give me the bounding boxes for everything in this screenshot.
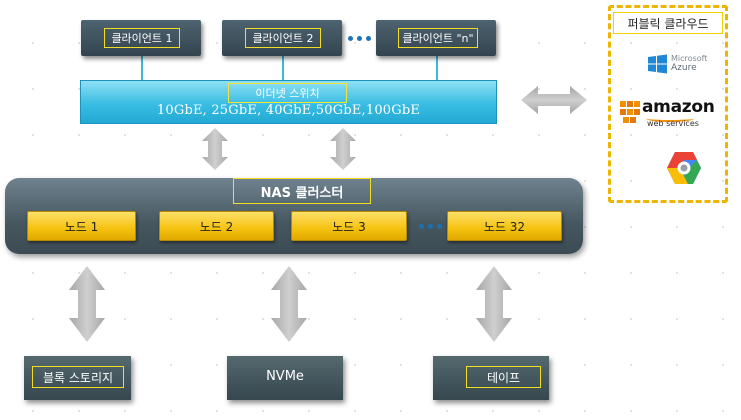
ethernet-switch-label: 이더넷 스위치	[228, 83, 347, 103]
aws-logo-line2: web services	[647, 119, 699, 128]
nas-nvme-arrow	[271, 266, 307, 342]
amazon-web-services-logo: amazon web services	[618, 97, 723, 129]
public-cloud-box	[608, 5, 728, 203]
azure-logo-line1: Microsoft	[671, 54, 708, 63]
azure-logo-line2: Azure	[671, 63, 697, 73]
nvme-box: NVMe	[227, 356, 343, 400]
switch-cloud-arrow	[521, 86, 587, 114]
aws-smile-icon	[646, 115, 694, 122]
windows-icon	[648, 54, 667, 74]
client-1-label: 클라이언트 1	[104, 28, 180, 48]
google-cloud-logo	[667, 152, 701, 184]
nas-cluster-label: NAS 클러스터	[233, 178, 371, 204]
switch-nas-arrow-left	[202, 128, 228, 170]
microsoft-azure-logo: Microsoft Azure	[648, 51, 714, 77]
client-n-connector	[436, 56, 438, 80]
client-1-box: 클라이언트 1	[81, 20, 201, 56]
tape-box: 테이프	[433, 356, 549, 400]
block-storage-label: 블록 스토리지	[32, 366, 124, 388]
aws-logo-line1: amazon	[642, 97, 715, 117]
block-storage-box: 블록 스토리지	[24, 356, 131, 400]
nodes-ellipsis	[419, 224, 442, 229]
client-1-connector	[141, 56, 143, 80]
node-1: 노드 1	[27, 211, 136, 241]
nas-block-storage-arrow	[69, 266, 105, 342]
node-3: 노드 3	[291, 211, 407, 241]
ethernet-switch: 이더넷 스위치 10GbE, 25GbE, 40GbE,50GbE,100GbE	[80, 80, 497, 124]
nas-tape-arrow	[476, 266, 512, 342]
node-2: 노드 2	[159, 211, 274, 241]
client-2-box: 클라이언트 2	[222, 20, 342, 56]
ethernet-speeds: 10GbE, 25GbE, 40GbE,50GbE,100GbE	[156, 103, 421, 118]
nvme-label: NVMe	[266, 369, 304, 384]
client-n-box: 클라이언트 "n"	[376, 20, 496, 56]
public-cloud-title: 퍼블릭 클라우드	[613, 12, 723, 34]
client-n-label: 클라이언트 "n"	[398, 28, 478, 48]
aws-cubes-icon	[620, 101, 640, 123]
client-2-label: 클라이언트 2	[245, 28, 321, 48]
tape-label: 테이프	[466, 366, 541, 388]
node-32: 노드 32	[447, 211, 562, 241]
switch-nas-arrow-right	[330, 128, 356, 170]
clients-ellipsis	[348, 36, 371, 41]
client-2-connector	[282, 56, 284, 80]
